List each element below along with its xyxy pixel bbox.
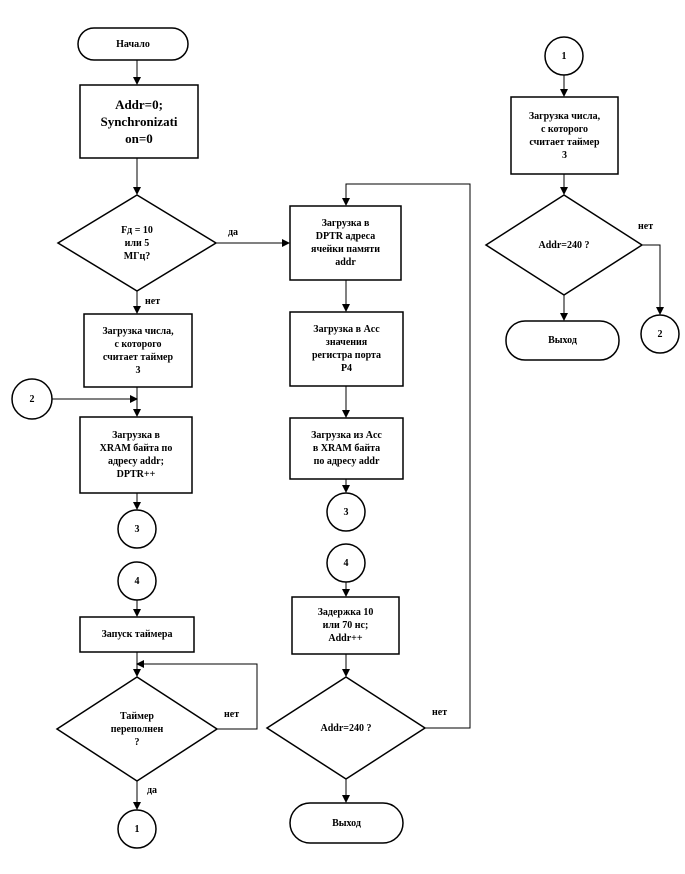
delay-label: Задержка 10 или 70 нс; Addr++ bbox=[317, 607, 374, 644]
timer-no-label: нет bbox=[224, 709, 240, 720]
arrow-timer-loop bbox=[136, 660, 258, 730]
freq-no-label: нет bbox=[145, 296, 161, 307]
arrow-right-no bbox=[642, 244, 664, 315]
load-xram-label: Загрузка в XRAM байта по адресу addr; DP… bbox=[99, 430, 173, 480]
load-xram-block bbox=[79, 416, 193, 494]
load-acc-block bbox=[289, 311, 404, 387]
addr-check-right-label: Addr=240 ? bbox=[538, 239, 590, 251]
start-timer-block bbox=[79, 616, 195, 653]
conn4-left-label: 4 bbox=[134, 575, 140, 587]
timer-overflow-label: Таймер переполнен ? bbox=[110, 710, 164, 748]
exit-mid-label: Выход bbox=[332, 817, 361, 829]
load-timer-count-block bbox=[83, 313, 193, 388]
load-dptr-label: Загрузка в DPTR адреса ячейки памяти add… bbox=[311, 218, 380, 268]
exit-right-label: Выход bbox=[548, 335, 577, 346]
addr-check-mid-label: Addr=240 ? bbox=[320, 722, 372, 734]
conn2-right-label: 2 bbox=[657, 328, 663, 340]
load-timer-count-block-right bbox=[510, 96, 619, 175]
load-acc-label: Загрузка в Acc значения регистра порта P… bbox=[311, 324, 382, 374]
connector-3-left bbox=[117, 509, 157, 549]
init-addr-text: Addr=0; bbox=[115, 97, 163, 112]
conn2-left-label: 2 bbox=[29, 393, 35, 405]
connector-3-mid bbox=[326, 492, 366, 532]
exit-terminator-right bbox=[505, 320, 620, 361]
conn4-mid-label: 4 bbox=[343, 557, 349, 569]
addr-right-no-label: нет bbox=[638, 221, 654, 232]
conn3-left-label: 3 bbox=[134, 523, 140, 535]
addr-mid-no-label: нет bbox=[432, 707, 448, 718]
start-timer-label: Запуск таймера bbox=[101, 629, 173, 640]
load-dptr-block bbox=[289, 205, 402, 281]
exit-terminator-mid bbox=[289, 802, 404, 844]
acc-to-xram-block bbox=[289, 417, 404, 480]
delay-block bbox=[291, 596, 400, 655]
conn1-bottom-label: 1 bbox=[134, 823, 140, 835]
acc-to-xram-label: Загрузка из Acc в XRAM байта по адресу a… bbox=[311, 430, 382, 467]
load-timer-count-label: Загрузка числа, с которого считает тайме… bbox=[102, 325, 174, 376]
start-terminator bbox=[77, 27, 189, 61]
init-block bbox=[79, 84, 199, 159]
freq-question-label: Fд = 10 или 5 МГц? bbox=[121, 224, 153, 262]
timer-yes-label: да bbox=[147, 785, 158, 796]
start-label: Начало bbox=[116, 38, 150, 50]
connector-1-bottom bbox=[117, 809, 157, 849]
conn3-mid-label: 3 bbox=[343, 506, 349, 518]
init-label: Addr=0; Synchronizati on=0 bbox=[80, 85, 198, 158]
conn1-right-label: 1 bbox=[561, 50, 567, 62]
connector-2-right bbox=[640, 314, 680, 354]
freq-yes-label: да bbox=[228, 227, 239, 238]
init-sync-text: Synchronizati on=0 bbox=[100, 114, 178, 146]
arrow-addr-loop bbox=[342, 183, 471, 729]
load-timer-count-right-label: Загрузка числа, с которого считает тайме… bbox=[528, 110, 601, 161]
